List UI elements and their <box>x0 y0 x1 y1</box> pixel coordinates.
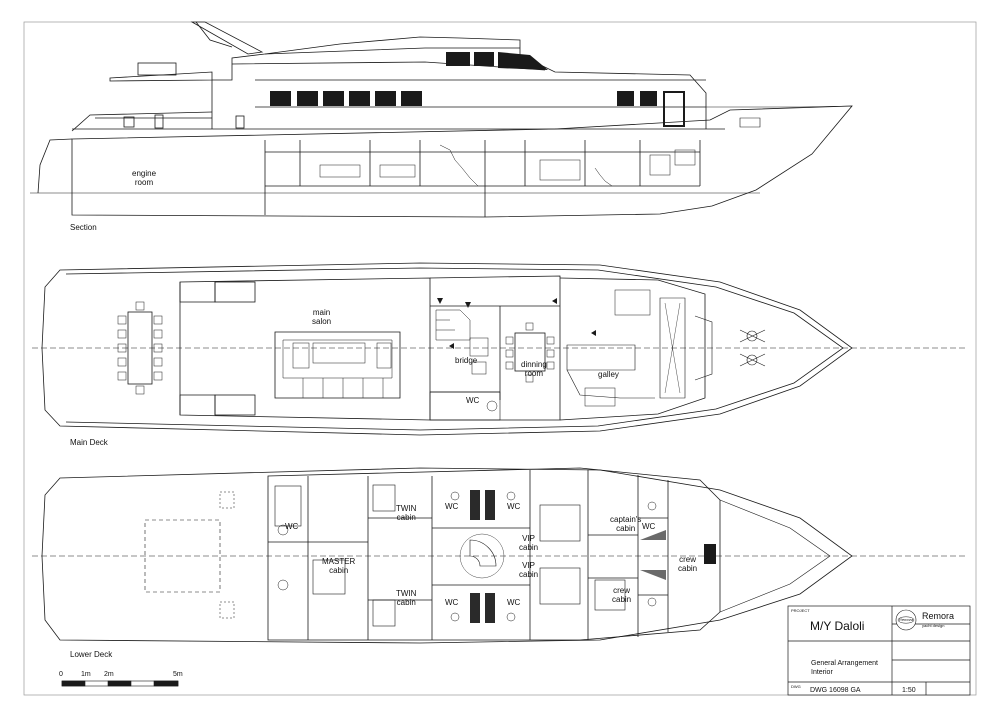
main-deck-title: Main Deck <box>70 438 108 447</box>
scale-label-0: 0 <box>59 671 63 678</box>
bridge-label: bridge <box>455 356 478 365</box>
scale-bar <box>61 680 179 687</box>
wc-center-bottom-1-label: WC <box>445 598 459 607</box>
galley-label: galley <box>598 370 619 379</box>
wc-center-top-2-label: WC <box>507 502 521 511</box>
company-sub: yacht design <box>922 623 945 628</box>
section-view <box>30 21 853 218</box>
captain-wc-label: WC <box>642 522 656 531</box>
lower-deck-title: Lower Deck <box>70 650 113 659</box>
master-wc-label: WC <box>285 522 299 531</box>
logo-text: Remora <box>899 617 914 622</box>
salon-windows <box>270 52 657 106</box>
dwg-number: DWG 16098 GA <box>810 687 861 694</box>
sheet-border <box>23 21 977 696</box>
scale-label-1m: 1m <box>81 671 91 678</box>
vessel-name: M/Y Daloli <box>810 619 865 633</box>
drawing-scale: 1:50 <box>902 687 916 694</box>
lower-deck-plan <box>32 467 968 644</box>
windlass <box>739 329 766 367</box>
wc-modules <box>470 490 495 623</box>
main-wc-label: WC <box>466 396 480 405</box>
company-name: Remora <box>922 611 955 621</box>
wc-center-bottom-2-label: WC <box>507 598 521 607</box>
title-block-frame <box>787 605 971 696</box>
wc-center-top-1-label: WC <box>445 502 459 511</box>
scale-label-5m: 5m <box>173 671 183 678</box>
scale-label-2m: 2m <box>104 671 114 678</box>
remora-logo <box>895 609 917 631</box>
main-deck-plan <box>32 262 968 436</box>
dwg-label: DWG <box>791 684 801 689</box>
project-label: PROJECT <box>791 608 810 613</box>
section-title: Section <box>70 223 97 232</box>
